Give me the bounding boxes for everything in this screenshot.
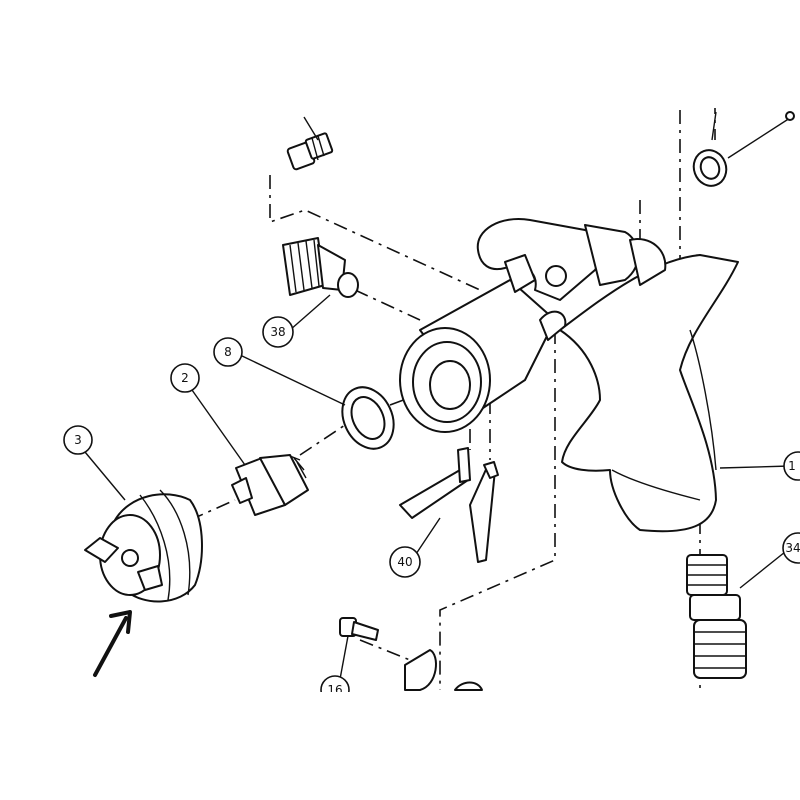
bottom-margin [0,692,800,800]
callout-38: 38 [262,316,294,348]
callout-40: 40 [389,546,421,578]
washer-part-8 [341,386,395,450]
callout-1: 1 [783,451,800,481]
nozzle-part-2 [231,454,309,516]
gun-body [399,218,739,533]
callout-label-2: 2 [181,371,189,385]
callout-3: 3 [63,425,93,455]
callout-label-34: 34 [785,541,800,555]
callout-label-3: 3 [74,433,82,447]
pivot-knob [545,265,567,287]
top-small-fitting [286,132,334,171]
top-margin [0,0,800,108]
callout-label-40: 40 [397,555,412,569]
callout-8: 8 [213,337,243,367]
air-cap-part-3 [84,489,203,603]
callout-label-8: 8 [224,345,232,359]
callout-2: 2 [170,363,200,393]
oring-top-right [692,111,795,187]
air-inlet-fitting [686,554,747,679]
screw-part-16 [339,617,483,691]
callout-label-1: 1 [788,459,796,473]
fitting-part-38 [282,237,359,298]
arrow-pointer-icon [93,610,132,677]
callout-label-38: 38 [270,325,285,339]
callout-34: 34 [782,532,800,564]
clip-part-40 [399,447,499,563]
